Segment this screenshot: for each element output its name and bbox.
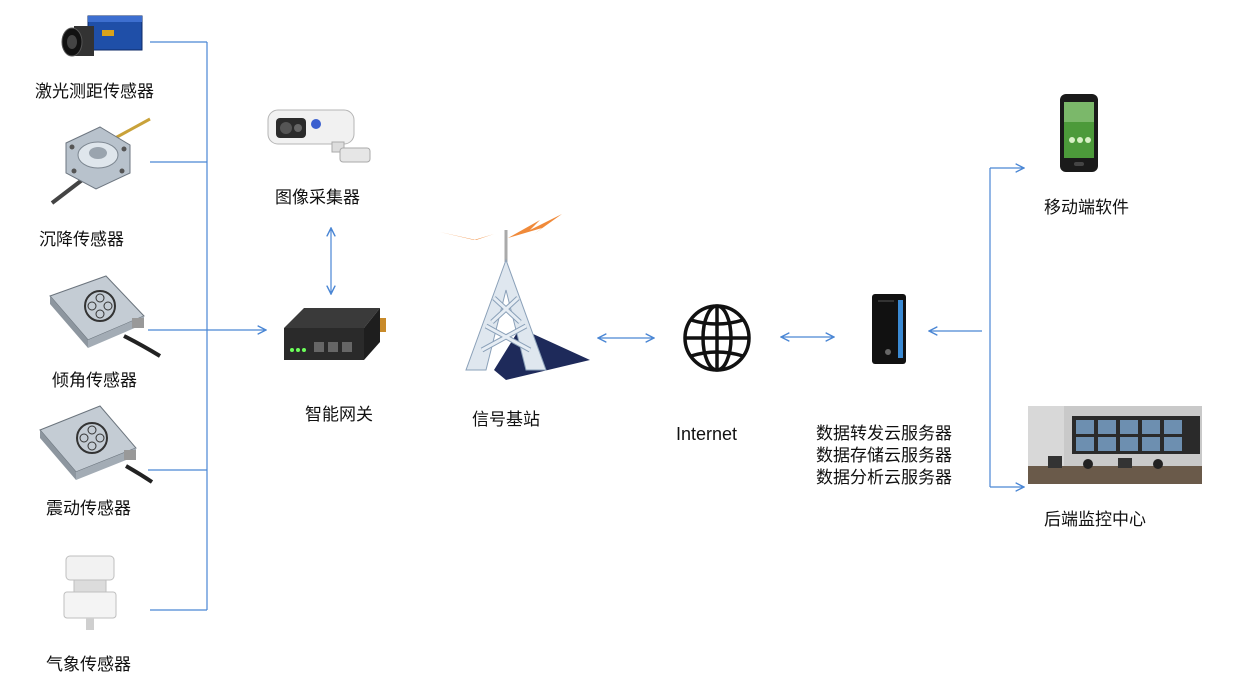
tower-label: 信号基站 xyxy=(472,410,540,430)
server-label-storage: 数据存储云服务器 xyxy=(816,446,952,466)
server-icon xyxy=(872,294,906,364)
laser-rangefinder-icon xyxy=(61,15,143,57)
server-label-analysis: 数据分析云服务器 xyxy=(816,468,952,488)
client-bus-line xyxy=(929,168,1024,487)
settlement-sensor-icon xyxy=(50,117,151,205)
sensor-label: 沉降传感器 xyxy=(39,230,124,250)
signal-tower-icon xyxy=(440,214,590,380)
gateway-icon xyxy=(284,308,386,360)
internet-label: Internet xyxy=(676,424,738,444)
camera-label: 图像采集器 xyxy=(275,188,360,208)
sensor-label: 震动传感器 xyxy=(46,499,131,519)
vibration-sensor-icon xyxy=(39,405,154,484)
server-labels: 数据转发云服务器 数据存储云服务器 数据分析云服务器 xyxy=(816,423,952,489)
camera-icon xyxy=(267,109,371,163)
sensor-bus-line xyxy=(148,41,266,611)
sensor-label: 倾角传感器 xyxy=(52,371,137,391)
gateway-label: 智能网关 xyxy=(305,405,373,425)
globe-icon xyxy=(683,304,751,372)
server-label-forwarding: 数据转发云服务器 xyxy=(816,424,952,444)
smartphone-icon xyxy=(1060,94,1098,172)
monitoring-center-icon xyxy=(1028,406,1202,484)
sensor-label: 气象传感器 xyxy=(46,655,131,675)
weather-sensor-icon xyxy=(63,555,117,630)
sensor-label: 激光测距传感器 xyxy=(35,82,154,102)
mobile-label: 移动端软件 xyxy=(1044,198,1129,218)
monitor-label: 后端监控中心 xyxy=(1044,510,1146,530)
inclination-sensor-icon xyxy=(49,275,162,358)
